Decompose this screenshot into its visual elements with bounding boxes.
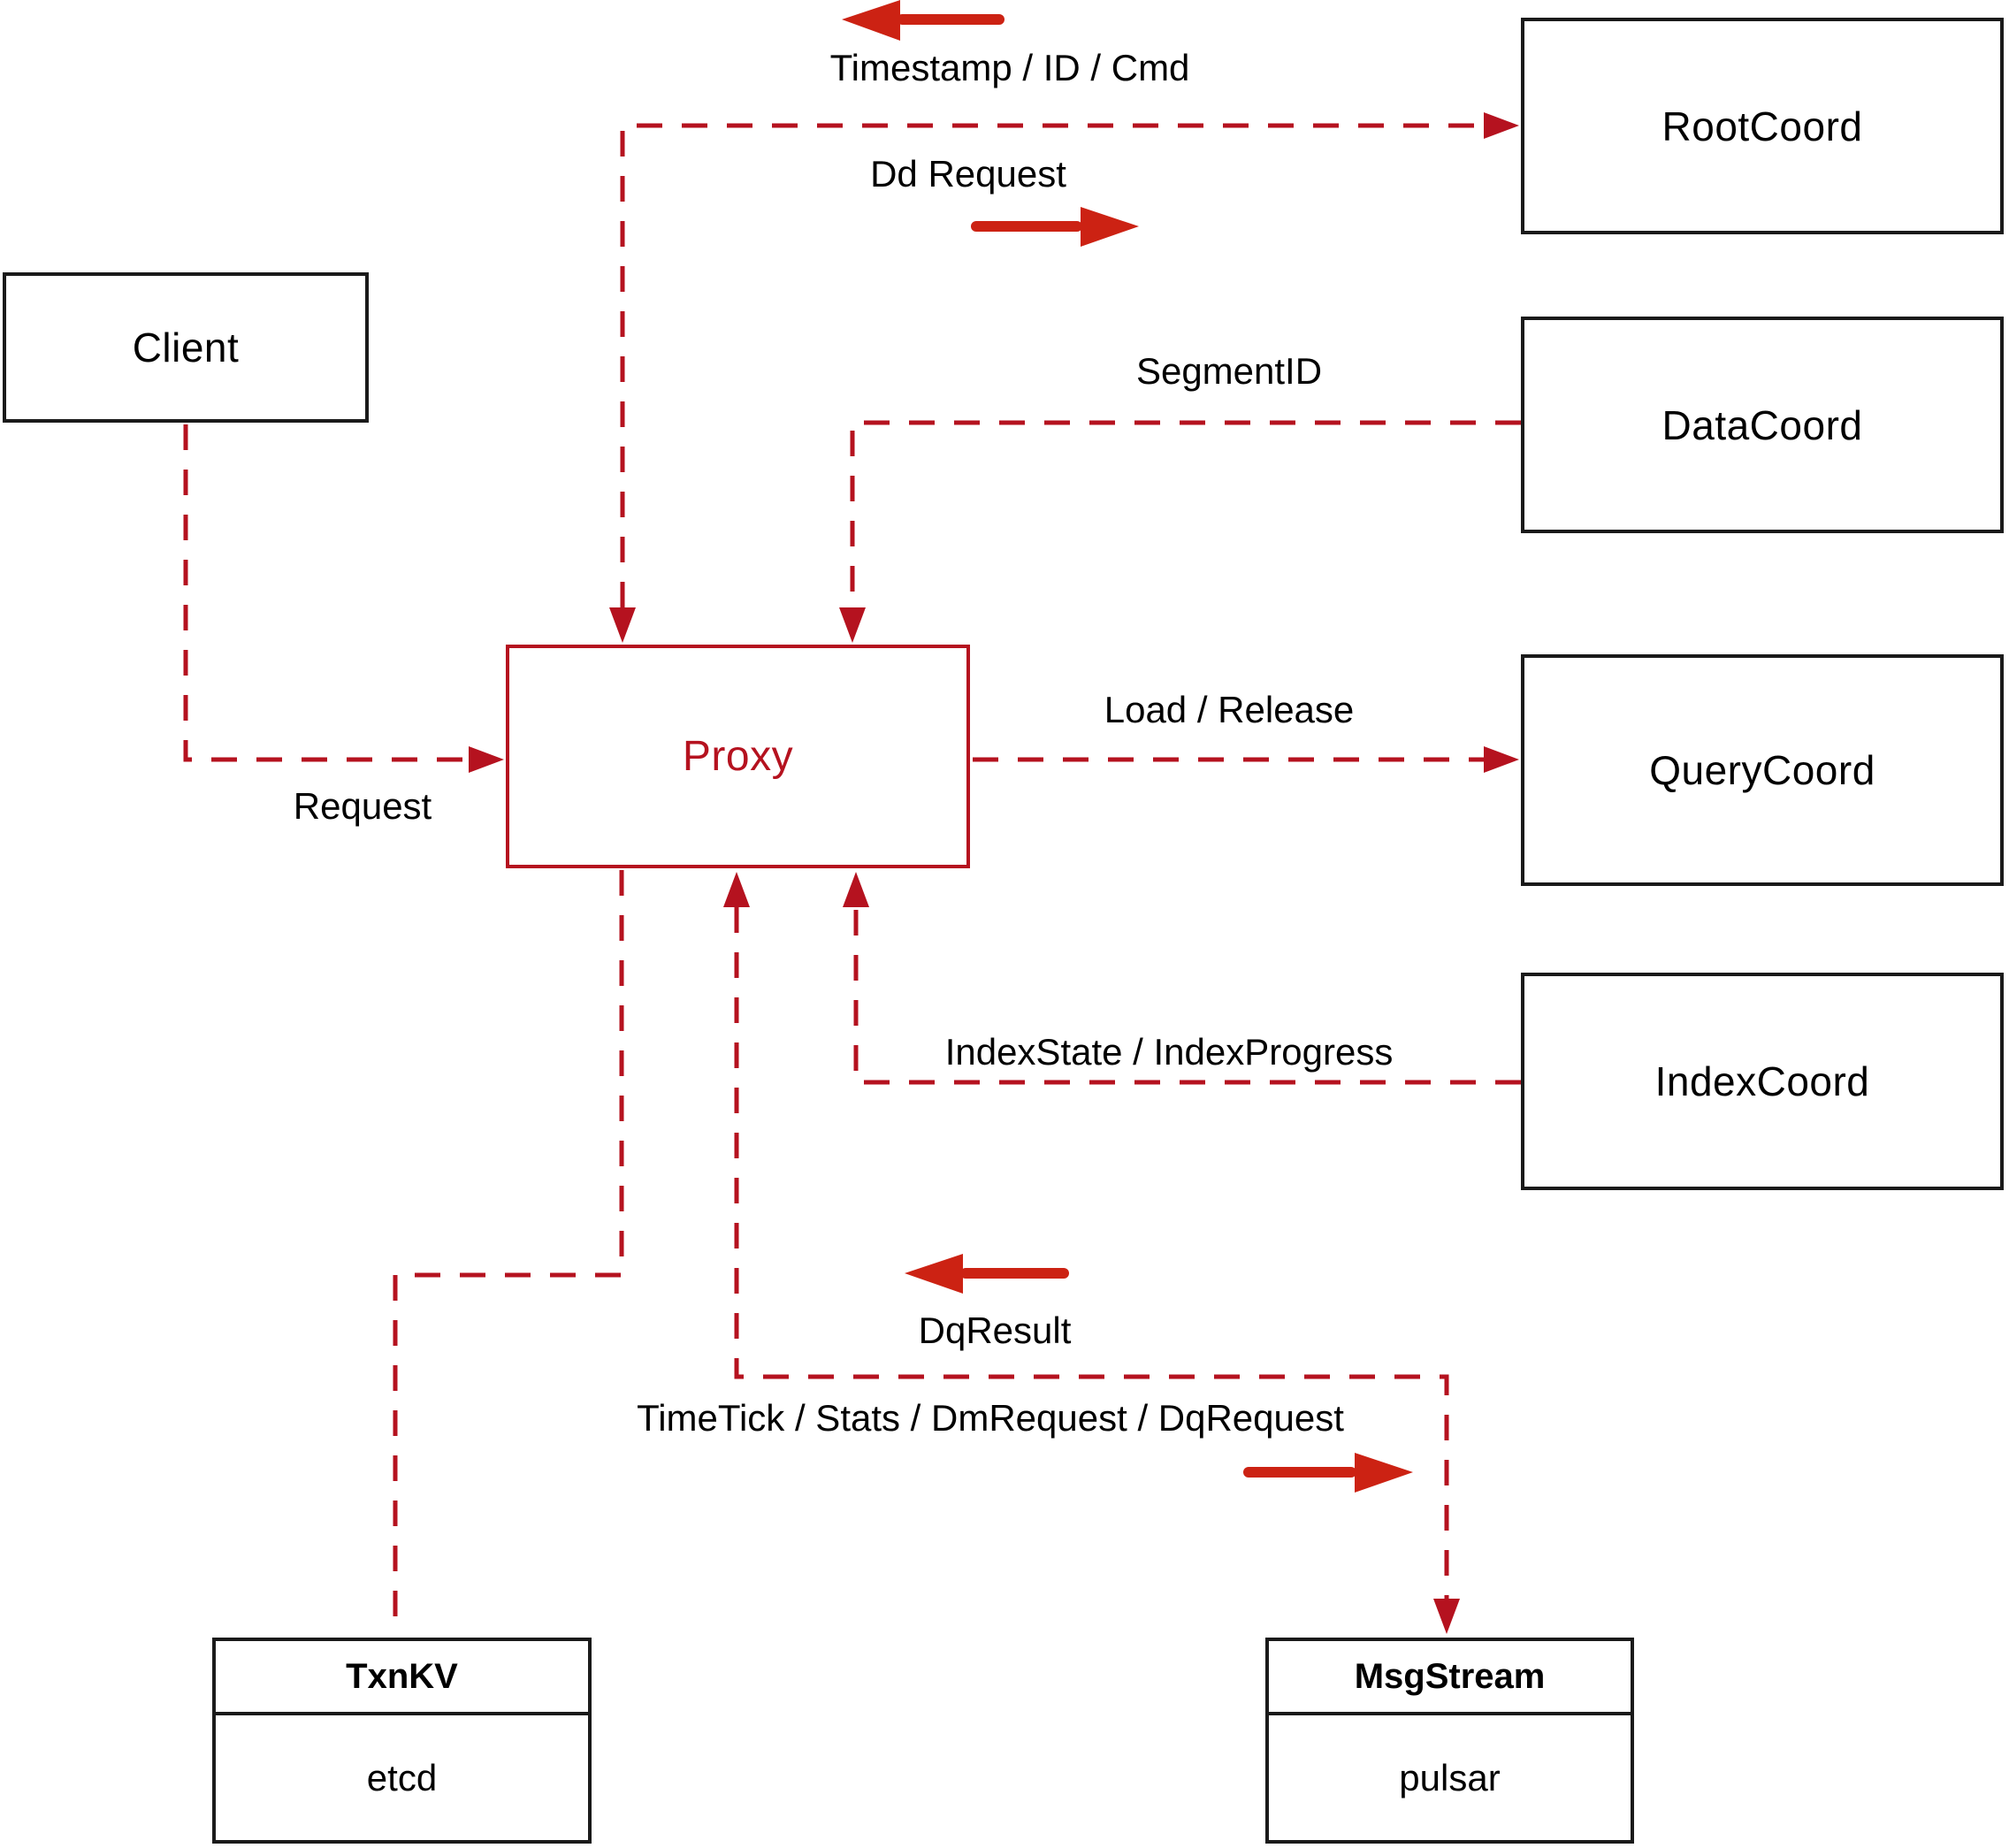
edge-proxy-txnkv-line — [393, 870, 624, 1636]
datacoord-label: DataCoord — [1661, 401, 1863, 448]
indexcoord-label: IndexCoord — [1654, 1058, 1870, 1104]
arrowhead-into-proxy-top-right-icon — [839, 607, 866, 643]
timetick-edge-label: TimeTick / Stats / DmRequest / DqRequest — [637, 1397, 1344, 1439]
arrowhead-into-msgstream-icon — [1433, 1599, 1460, 1634]
txnkv-title: TxnKV — [216, 1641, 588, 1715]
msgstream-node: MsgStream pulsar — [1265, 1638, 1634, 1844]
txnkv-node: TxnKV etcd — [212, 1638, 592, 1844]
index-state-edge-label: IndexState / IndexProgress — [944, 1031, 1394, 1073]
datacoord-node: DataCoord — [1521, 317, 2004, 533]
request-edge-label: Request — [293, 785, 432, 827]
txnkv-subtitle: etcd — [366, 1756, 438, 1798]
arrowhead-into-proxy-bottom-left-icon — [723, 872, 750, 907]
segment-id-edge-label: SegmentID — [1135, 350, 1323, 392]
client-node: Client — [3, 272, 369, 423]
proxy-node: Proxy — [506, 645, 970, 868]
edge-client-proxy-line — [183, 424, 467, 762]
msgstream-title: MsgStream — [1269, 1641, 1631, 1715]
arrowhead-into-rootcoord-icon — [1484, 112, 1519, 139]
load-release-edge-label: Load / Release — [1104, 689, 1355, 730]
msgstream-subtitle: pulsar — [1399, 1756, 1501, 1798]
edge-indexcoord-proxy-line — [853, 907, 1521, 1085]
client-label: Client — [132, 325, 240, 370]
proxy-label: Proxy — [682, 733, 794, 780]
arrowhead-into-querycoord-icon — [1484, 746, 1519, 773]
indexcoord-node: IndexCoord — [1521, 973, 2004, 1190]
arrowhead-into-proxy-bottom-right-icon — [843, 872, 869, 907]
dd-request-edge-label: Dd Request — [870, 153, 1066, 195]
edge-proxy-rootcoord-line — [620, 123, 1484, 607]
timestamp-edge-label: Timestamp / ID / Cmd — [829, 47, 1190, 88]
arrowhead-into-proxy-left-icon — [469, 746, 504, 773]
arrowhead-into-proxy-top-left-icon — [609, 607, 636, 643]
dq-result-left-arrow-icon — [905, 1254, 1069, 1294]
rootcoord-label: RootCoord — [1661, 103, 1863, 149]
dq-result-edge-label: DqResult — [918, 1310, 1072, 1351]
querycoord-label: QueryCoord — [1649, 747, 1875, 793]
dd-request-right-arrow-icon — [971, 207, 1139, 247]
rootcoord-node: RootCoord — [1521, 18, 2004, 234]
edge-datacoord-proxy-line — [850, 420, 1521, 607]
edge-proxy-msgstream-line — [734, 907, 1449, 1599]
timestamp-left-arrow-icon — [842, 0, 1004, 41]
timetick-right-arrow-icon — [1243, 1453, 1413, 1493]
querycoord-node: QueryCoord — [1521, 654, 2004, 886]
